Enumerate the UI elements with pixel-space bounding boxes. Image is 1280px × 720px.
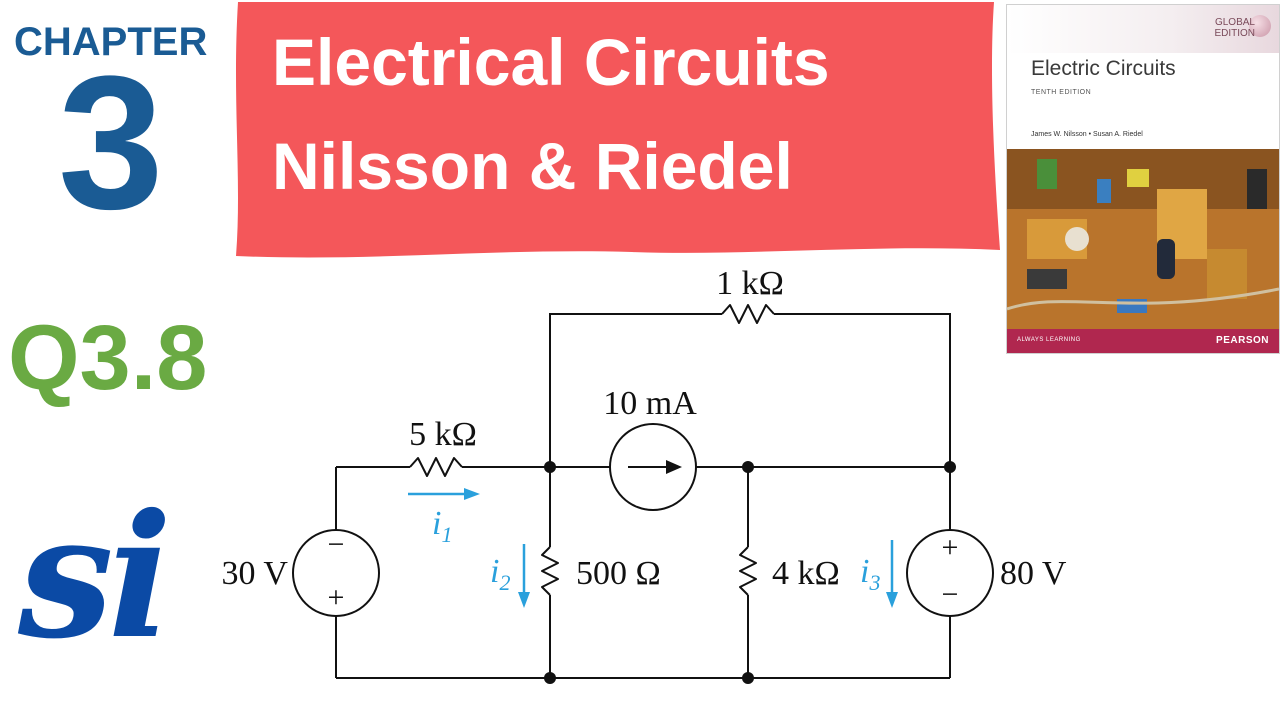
cover-footer: ALWAYS LEARNING PEARSON (1007, 329, 1279, 353)
label-i3: i3 (860, 553, 880, 595)
title-banner: Electrical Circuits Nilsson & Riedel (232, 0, 1000, 262)
polarity-plus: + (942, 531, 959, 564)
book-edition: TENTH EDITION (1031, 89, 1092, 96)
arrow-right-icon (666, 460, 682, 474)
polarity-minus: − (328, 528, 345, 561)
arrow-down-icon (518, 592, 530, 608)
book-authors: James W. Nilsson • Susan A. Riedel (1031, 131, 1143, 138)
current-source-10ma (609, 423, 697, 511)
label-r-top: 1 kΩ (716, 265, 784, 302)
circuit-diagram: − + + − 1 kΩ 5 kΩ 10 mA 500 Ω 4 kΩ 30 V … (222, 265, 1067, 684)
publisher-name: PEARSON (1216, 335, 1269, 346)
footer-slogan: ALWAYS LEARNING (1017, 337, 1081, 343)
polarity-minus: − (942, 578, 959, 611)
textbook-cover: GLOBAL EDITION Electric Circuits TENTH E… (1006, 4, 1280, 354)
label-i1: i1 (432, 505, 452, 547)
chapter-label: CHAPTER (14, 20, 208, 64)
banner-shape (236, 2, 1000, 258)
question-number: Q3.8 (8, 307, 208, 409)
arrow-down-icon (886, 592, 898, 608)
label-r-left: 5 kΩ (409, 416, 477, 453)
si-logo: si (18, 477, 172, 677)
label-current-source: 10 mA (603, 385, 697, 422)
voltage-source-30v: − + (292, 528, 380, 617)
cover-header (1007, 5, 1279, 53)
voltage-source-80v: + − (906, 529, 994, 617)
banner-title-line2: Nilsson & Riedel (272, 129, 793, 203)
label-r-mid: 500 Ω (576, 555, 661, 592)
label-i2: i2 (490, 553, 510, 595)
chapter-number: 3 (58, 37, 164, 249)
current-arrows (408, 488, 898, 608)
edition-tag: GLOBAL EDITION (1214, 17, 1255, 39)
label-r-right: 4 kΩ (772, 555, 840, 592)
label-v-right: 80 V (1000, 555, 1067, 592)
polarity-plus: + (328, 581, 345, 614)
global-edition-orb-icon (1249, 15, 1271, 37)
book-title: Electric Circuits (1031, 57, 1176, 80)
label-v-left: 30 V (222, 555, 289, 592)
circuit-nodes (544, 461, 956, 684)
circuit-board-photo (1007, 149, 1279, 329)
arrow-right-icon (464, 488, 480, 500)
circuit-wires (335, 304, 951, 679)
edition-tag-line1: GLOBAL (1214, 17, 1255, 28)
banner-title-line1: Electrical Circuits (272, 25, 830, 99)
edition-tag-line2: EDITION (1214, 28, 1255, 39)
